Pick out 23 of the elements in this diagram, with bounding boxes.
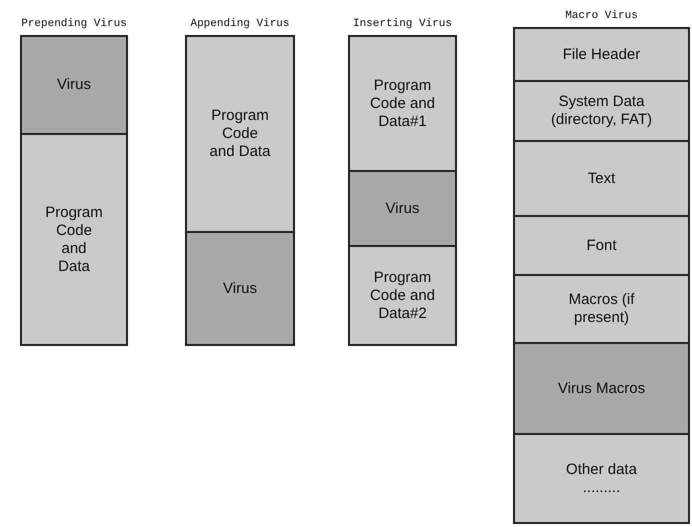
segment-label: System Data (directory, FAT) — [550, 93, 654, 129]
segment-label: Program Code and Data#1 — [368, 76, 436, 130]
segment-label: Program Code and Data#2 — [368, 268, 436, 322]
segment-label: Font — [586, 236, 616, 254]
virus-segment — [22, 37, 126, 133]
virus-segment — [515, 342, 688, 433]
segment-label: Text — [588, 170, 616, 188]
segment-label: Virus — [223, 280, 257, 298]
segment-label: File Header — [562, 46, 640, 64]
virus-segment — [187, 231, 293, 344]
column-heading: Prepending Virus — [20, 18, 128, 30]
column-heading: Macro Virus — [564, 10, 639, 22]
virus-segment — [350, 170, 455, 245]
segment-label: Other data — [566, 460, 637, 478]
segment-label: Virus Macros — [558, 380, 646, 398]
segment-label: Macros (if present) — [568, 291, 636, 327]
segment-label: ......... — [582, 478, 620, 496]
column-heading: Inserting Virus — [352, 18, 454, 30]
segment-label: Program Code and Data — [44, 204, 104, 276]
segment-label: Program Code and Data — [209, 107, 271, 161]
segment-label: Virus — [386, 200, 420, 218]
segment-label: Virus — [57, 76, 91, 94]
column-heading: Appending Virus — [189, 18, 291, 30]
